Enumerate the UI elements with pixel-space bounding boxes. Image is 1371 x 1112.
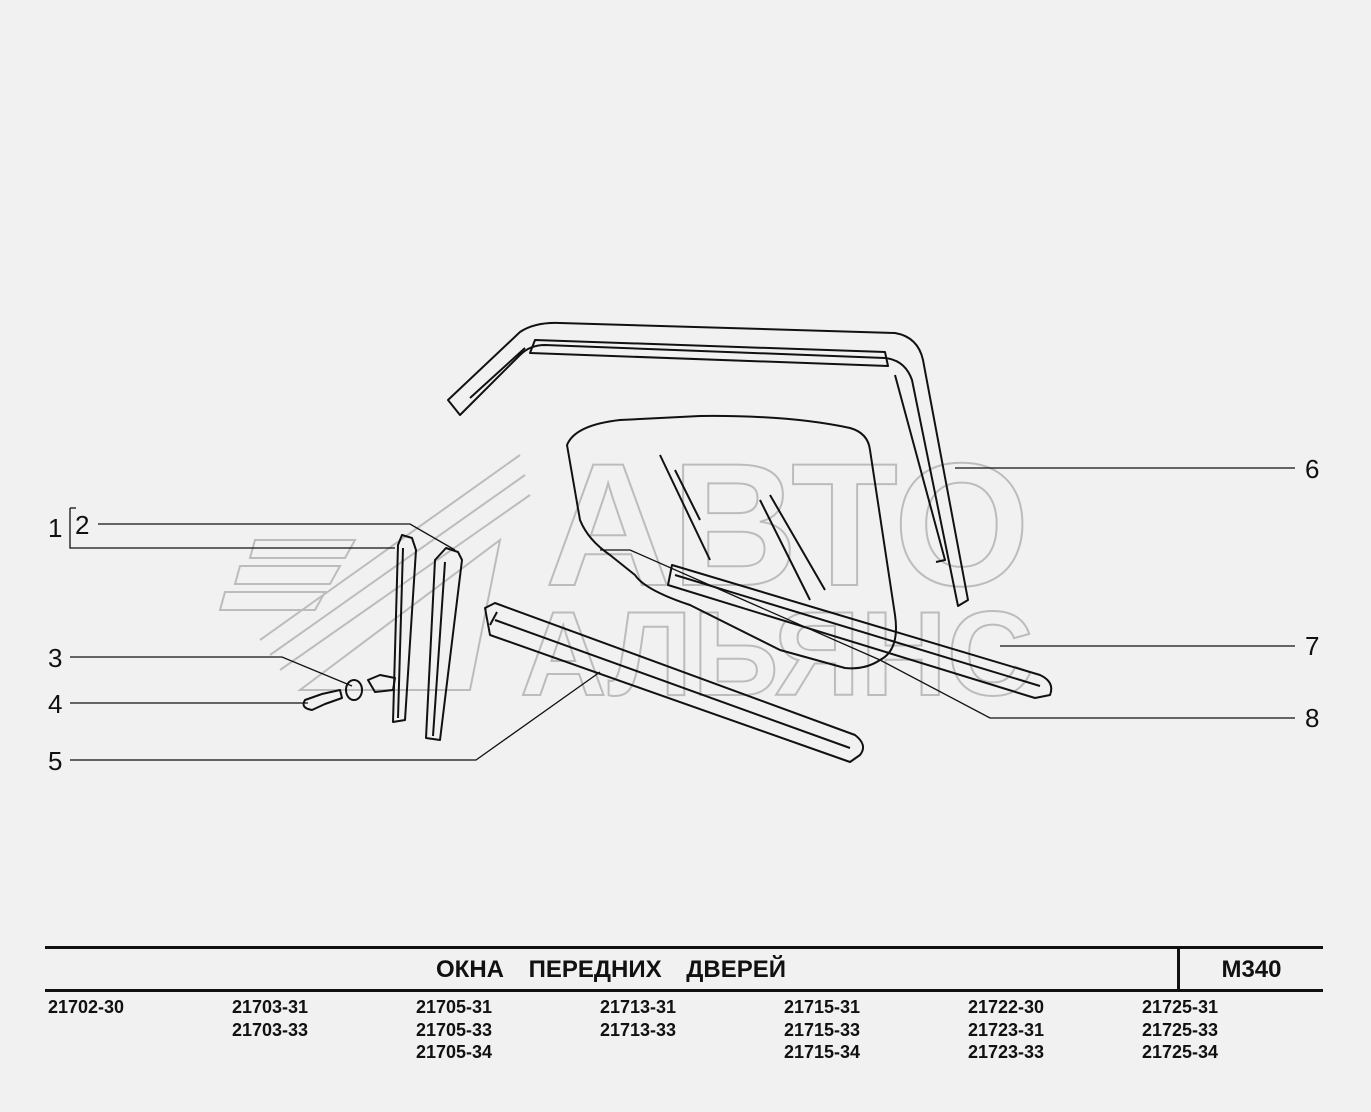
model-code: 21703-31	[232, 997, 309, 1017]
callout-1: 1	[48, 513, 63, 543]
model-code: 21713-33	[600, 1019, 677, 1040]
bolt	[302, 689, 343, 711]
model-column-4: 21713-31 21713-33	[600, 996, 676, 1041]
watermark-logo	[218, 454, 531, 691]
callout-6: 6	[1305, 454, 1320, 484]
glass-highlight	[659, 454, 826, 601]
model-code: 21725-31	[1142, 997, 1219, 1017]
belt-seal-inner	[484, 602, 865, 763]
callout-8: 8	[1305, 703, 1320, 733]
model-code: 21725-34	[1142, 1042, 1219, 1063]
watermark-line2: АЛЬЯНС	[520, 587, 1034, 721]
callout-5: 5	[48, 746, 63, 776]
title-block: ОКНА ПЕРЕДНИХ ДВЕРЕЙ М340	[45, 946, 1323, 992]
model-code: 21715-31	[784, 997, 861, 1017]
model-column-3: 21705-31 21705-33 21705-34	[416, 996, 492, 1064]
model-code: 21702-30	[48, 997, 125, 1017]
watermark: АВТО АЛЬЯНС	[218, 427, 1035, 722]
callout-2: 2	[75, 510, 90, 540]
callout-4: 4	[48, 689, 63, 719]
door-glass	[566, 414, 897, 670]
model-code: 21723-33	[968, 1042, 1045, 1063]
guide-rail-front	[392, 534, 417, 723]
model-code: 21703-33	[232, 1019, 309, 1040]
parts-diagram: АВТО АЛЬЯНС	[69, 321, 1295, 763]
diagram-code: М340	[1177, 949, 1323, 989]
model-code: 21705-34	[416, 1042, 493, 1063]
belt-seal-outer	[667, 564, 1053, 699]
frame-seal-outer	[447, 321, 969, 607]
model-column-7: 21725-31 21725-33 21725-34	[1142, 996, 1218, 1064]
model-code: 21705-33	[416, 1019, 493, 1040]
callout-3: 3	[48, 643, 63, 673]
model-code: 21722-30	[968, 997, 1045, 1017]
model-column-5: 21715-31 21715-33 21715-34	[784, 996, 860, 1064]
diagram-title: ОКНА ПЕРЕДНИХ ДВЕРЕЙ	[436, 956, 786, 983]
callout-7: 7	[1305, 631, 1320, 661]
model-code: 21705-31	[416, 997, 493, 1017]
washer	[345, 679, 363, 701]
leader-lines	[69, 467, 1295, 761]
frame-seal-inner	[469, 339, 946, 563]
model-column-1: 21702-30	[48, 996, 124, 1019]
model-code: 21723-31	[968, 1019, 1045, 1040]
model-column-2: 21703-31 21703-33	[232, 996, 308, 1041]
model-code: 21715-34	[784, 1042, 861, 1063]
guide-rail-rear	[425, 547, 463, 741]
model-code: 21713-31	[600, 997, 677, 1017]
bracket	[367, 674, 396, 693]
model-code: 21715-33	[784, 1019, 861, 1040]
model-code: 21725-33	[1142, 1019, 1219, 1040]
model-column-6: 21722-30 21723-31 21723-33	[968, 996, 1044, 1064]
